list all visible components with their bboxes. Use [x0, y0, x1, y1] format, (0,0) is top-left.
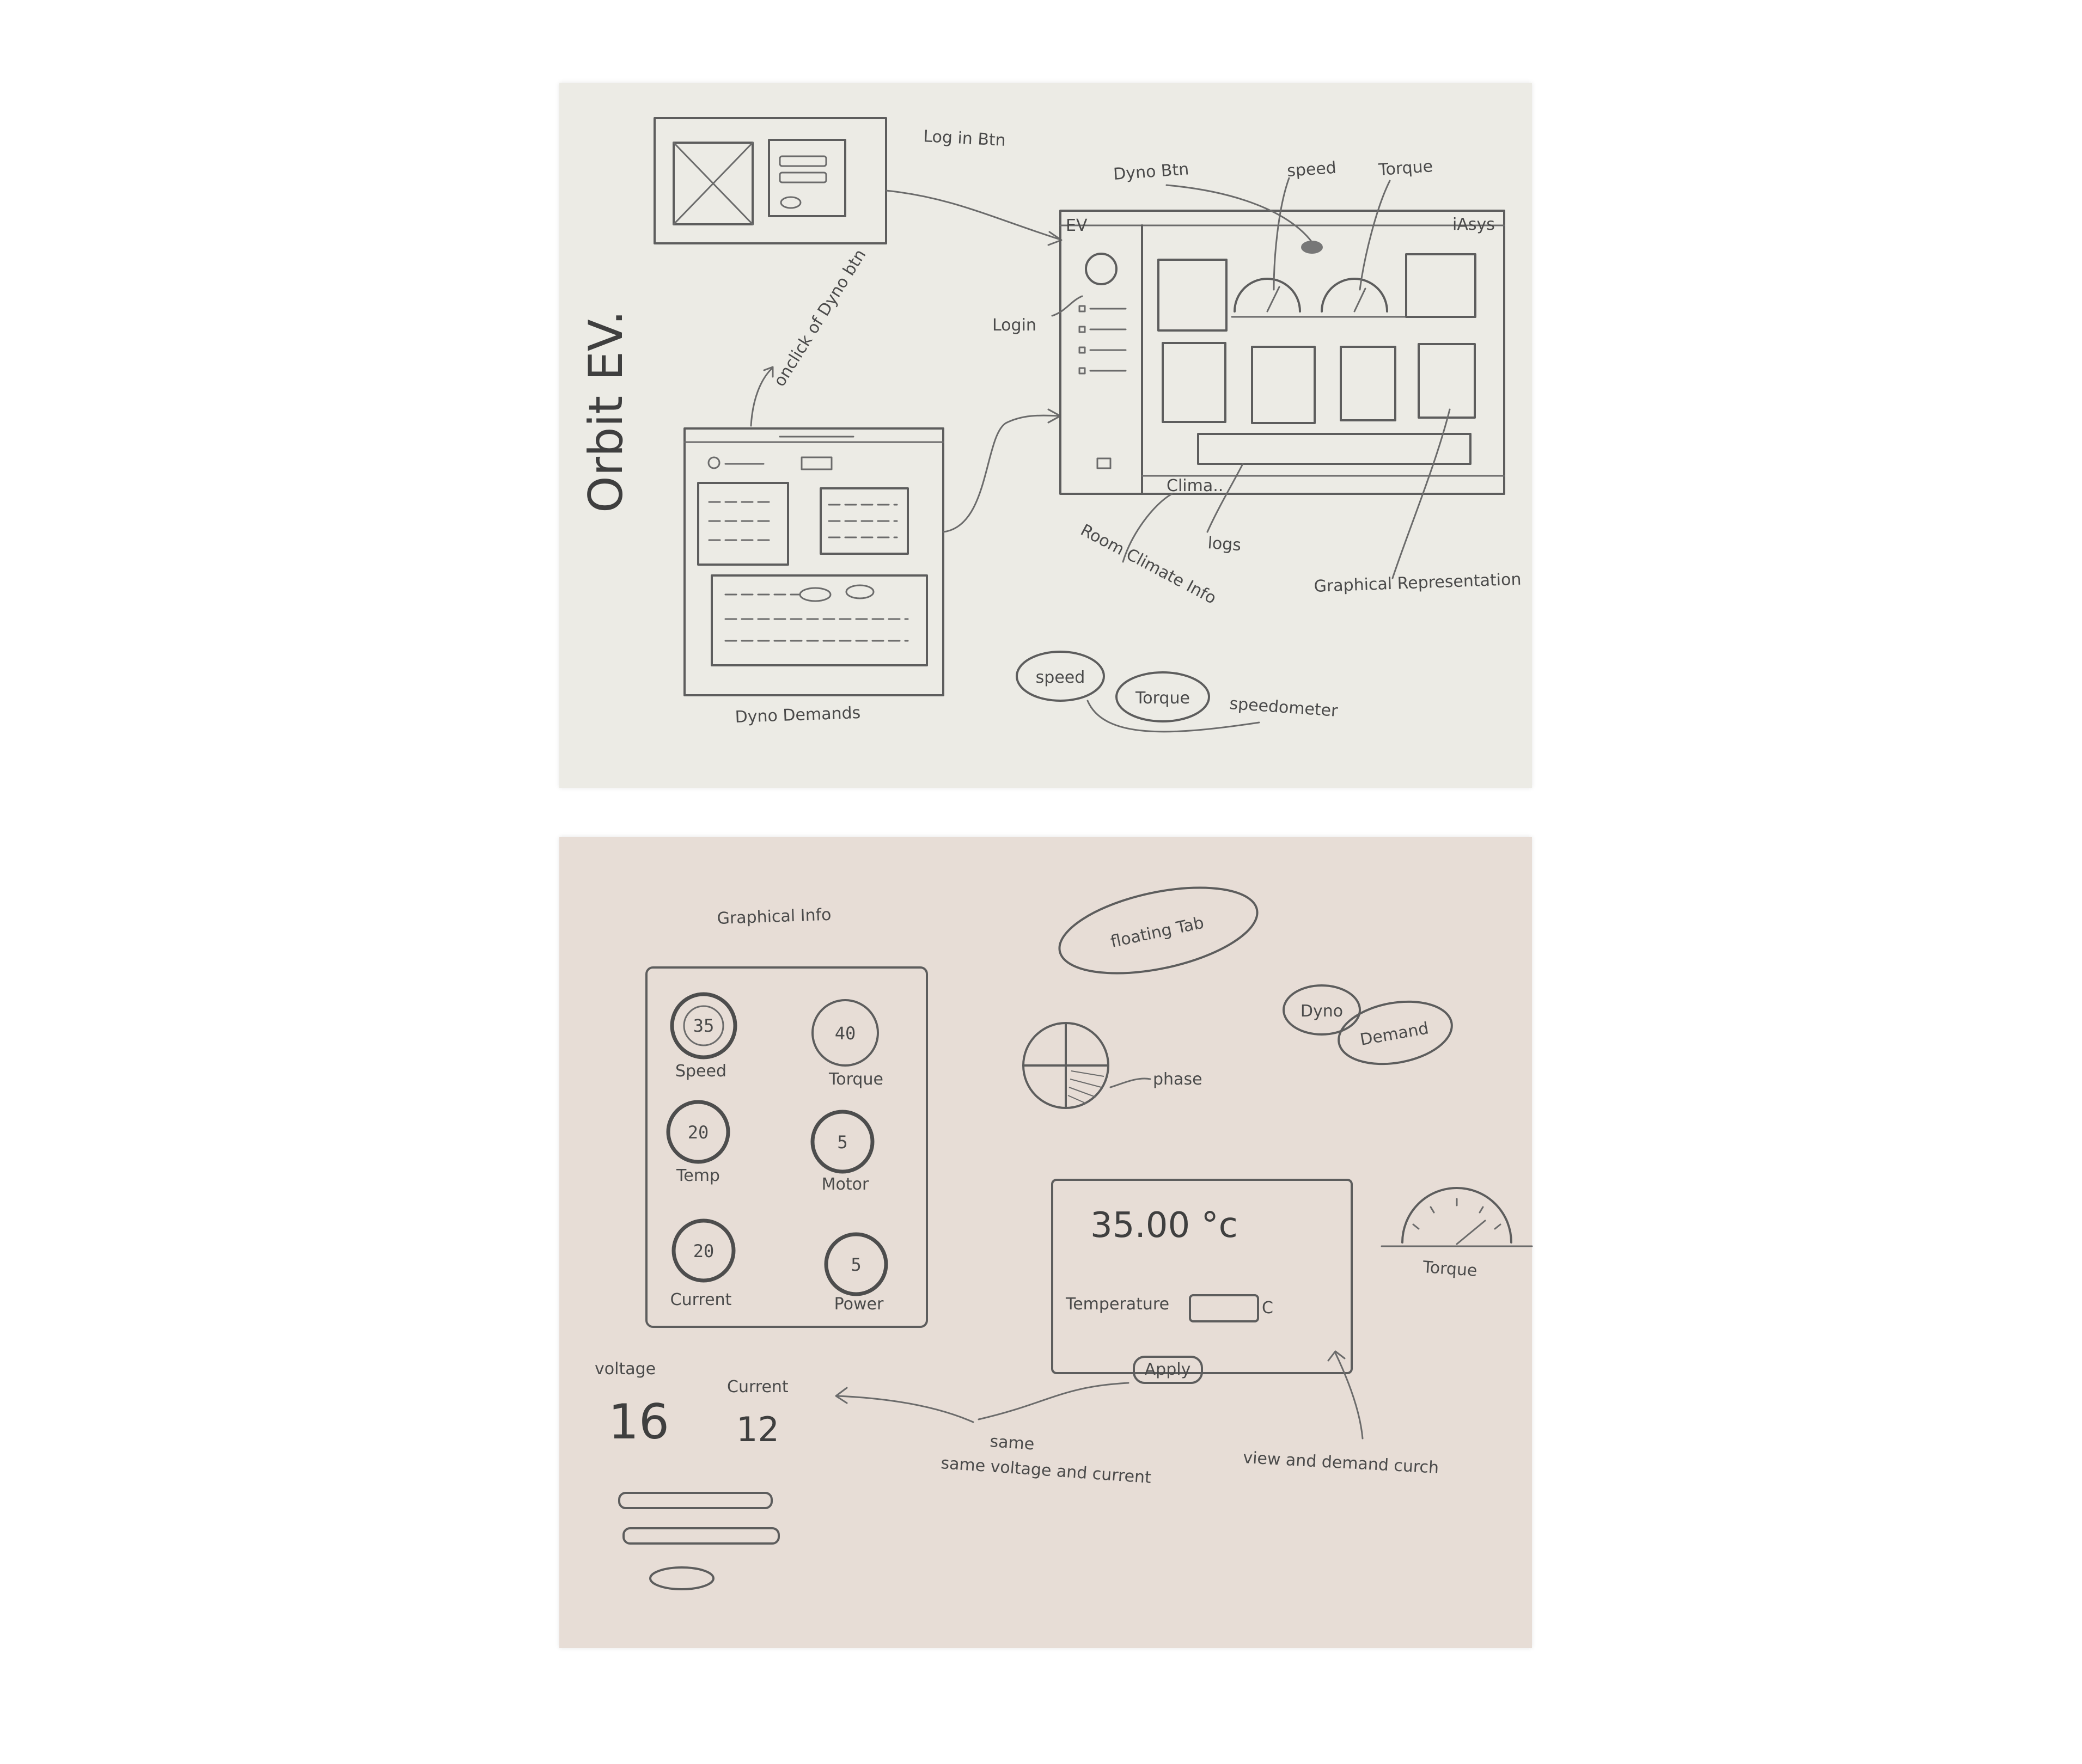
- temperature-label: Temperature: [1065, 1295, 1169, 1314]
- room-climate-annotation: Room Climate Info: [1077, 520, 1219, 608]
- apply-button-label: Apply: [1145, 1360, 1191, 1379]
- phase-pie-chart: [1022, 1022, 1109, 1109]
- graphical-info-card: [645, 966, 928, 1328]
- gauge-temp-label: Temp: [676, 1166, 720, 1185]
- login-screen-wireframe: [654, 117, 887, 244]
- speed-gauge-sketch: [1234, 278, 1301, 313]
- gauge-power-label: Power: [834, 1295, 884, 1314]
- climate-tab-label: Clima..: [1167, 476, 1223, 495]
- speedometer-annotation: speedometer: [1229, 694, 1339, 721]
- gauge-torque: 40 Torque: [811, 999, 883, 1089]
- arrow-login-to-dashboard: [885, 189, 1061, 241]
- image-placeholder: [673, 142, 754, 225]
- demand-pill-label: Demand: [1359, 1019, 1430, 1050]
- voltage-value: 16: [608, 1394, 669, 1450]
- ev-label: EV: [1066, 216, 1088, 235]
- gauge-motor: 5 Motor: [810, 1110, 875, 1194]
- speedometer-connector: [1086, 700, 1260, 733]
- torque-gauge-label: Torque: [1421, 1258, 1477, 1281]
- gauge-torque-value: 40: [835, 1023, 856, 1044]
- torque-annotation: Torque: [1377, 157, 1433, 180]
- torque-gauge-sketch: [1381, 1187, 1533, 1247]
- gauge-current-label: Current: [670, 1290, 732, 1309]
- floating-tab-label: floating Tab: [1109, 913, 1206, 951]
- speed-pill-label: speed: [1036, 668, 1085, 687]
- torque-pill: [1115, 671, 1210, 722]
- gauge-motor-label: Motor: [822, 1175, 869, 1194]
- onclick-annotation: onclick of Dyno btn: [770, 246, 870, 390]
- gauge-power-value: 5: [851, 1254, 861, 1275]
- login-annotation: Login: [992, 316, 1036, 335]
- gauge-speed: 35 Speed: [670, 992, 737, 1081]
- gauge-speed-value: 35: [693, 1015, 715, 1036]
- gauge-current-value: 20: [693, 1241, 715, 1261]
- current-input-sketch: [622, 1527, 780, 1545]
- avatar: [1085, 253, 1118, 285]
- arrow-onclick: [750, 367, 773, 427]
- speed-annotation: speed: [1286, 158, 1337, 181]
- login-btn-annotation: Log in Btn: [923, 127, 1006, 150]
- voltage-label: voltage: [595, 1359, 656, 1379]
- view-demand-note: view and demand curch: [1243, 1448, 1439, 1478]
- wireframe-sketch-top: Log in Btn Orbit EV. onclick of Dyno btn: [579, 117, 1522, 733]
- dyno-button-sketch: [1301, 241, 1323, 254]
- dyno-pill-label: Dyno: [1301, 1002, 1343, 1021]
- dashboard-wireframe: [1059, 210, 1505, 495]
- login-button-sketch: [780, 196, 802, 209]
- gauge-power: 5 Power: [824, 1232, 888, 1314]
- iasys-label: iAsys: [1452, 215, 1495, 234]
- current-label: Current: [727, 1377, 789, 1396]
- gauge-temp: 20 Temp: [666, 1100, 730, 1185]
- phase-annotation: phase: [1153, 1070, 1202, 1089]
- demand-pill: [1338, 1000, 1453, 1065]
- dyno-pill: [1283, 984, 1361, 1036]
- phase-arrow: [1109, 1077, 1151, 1088]
- floating-tab-pill: [1058, 886, 1259, 975]
- wireframe-sketch-bottom: Graphical Info 35 Speed 40 Torque 20 Tem…: [595, 886, 1533, 1590]
- temperature-readout: 35.00 °c: [1090, 1205, 1238, 1246]
- logs-annotation: logs: [1207, 534, 1242, 555]
- gauge-current: 20 Current: [670, 1218, 736, 1309]
- gauge-speed-label: Speed: [675, 1062, 726, 1081]
- apply-button: [1133, 1356, 1203, 1384]
- arrow-to-voltage: [836, 1395, 974, 1423]
- dyno-btn-annotation: Dyno Btn: [1113, 160, 1189, 184]
- graphical-representation-annotation: Graphical Representation: [1314, 570, 1522, 596]
- speed-pill: [1016, 651, 1105, 702]
- submit-button-sketch: [649, 1566, 715, 1590]
- dyno-demands-wireframe: [683, 427, 944, 696]
- gauge-motor-value: 5: [837, 1132, 847, 1153]
- sketch-sheet-bottom: Graphical Info 35 Speed 40 Torque 20 Tem…: [559, 837, 1533, 1648]
- title-orbit-ev: Orbit EV.: [579, 310, 633, 513]
- same-note-connector: [978, 1382, 1129, 1420]
- torque-gauge-sketch: [1321, 278, 1388, 313]
- arrow-dyno-to-dashboard: [942, 414, 1060, 533]
- logout-icon: [1096, 457, 1112, 469]
- current-value: 12: [736, 1410, 779, 1449]
- dyno-demands-annotation: Dyno Demands: [735, 703, 861, 727]
- temperature-input: [1189, 1294, 1259, 1322]
- graphical-info-annotation: Graphical Info: [717, 905, 832, 928]
- same-note: same voltage and current: [940, 1454, 1152, 1487]
- voltage-input-sketch: [618, 1492, 773, 1509]
- logs-panel-sketch: [1197, 433, 1472, 465]
- gauge-torque-label: Torque: [828, 1070, 883, 1089]
- gauge-temp-value: 20: [688, 1122, 709, 1143]
- view-demand-arrow: [1334, 1352, 1364, 1440]
- temperature-unit: C: [1262, 1298, 1273, 1318]
- torque-pill-label: Torque: [1135, 689, 1190, 708]
- sketch-sheet-top: Log in Btn Orbit EV. onclick of Dyno btn: [559, 83, 1532, 788]
- same-note-line1: same: [989, 1432, 1035, 1454]
